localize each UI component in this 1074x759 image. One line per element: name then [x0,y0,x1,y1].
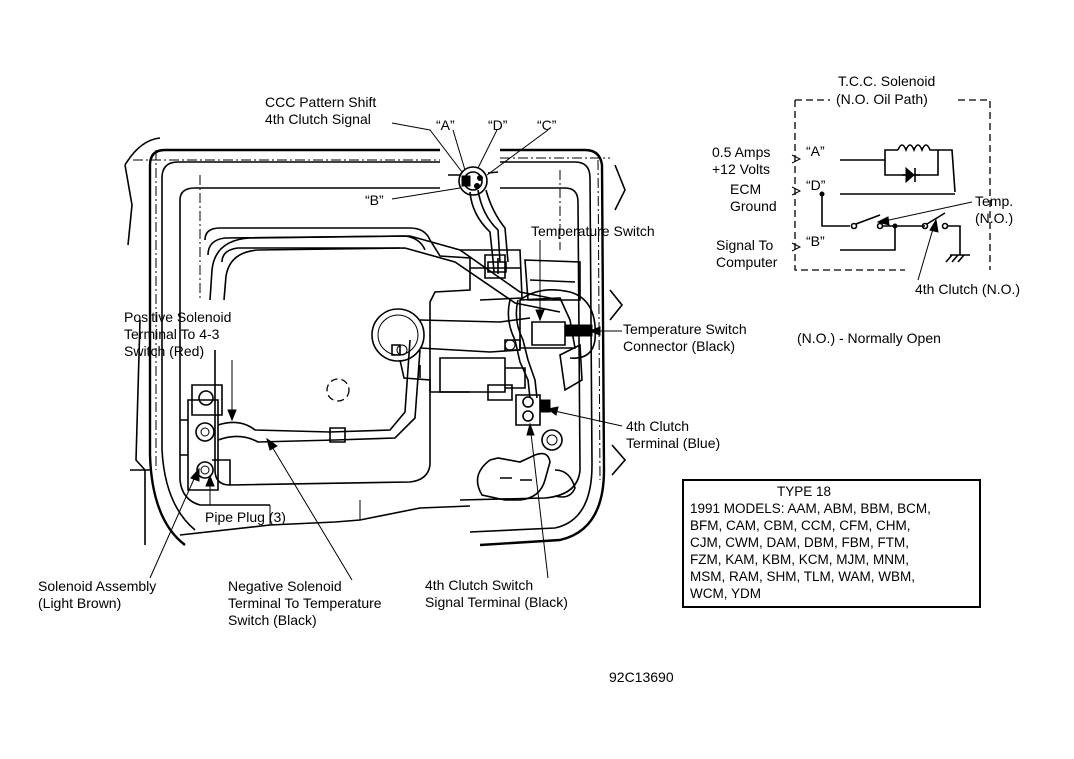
schematic-title-line2: (N.O. Oil Path) [836,91,928,107]
transmission-housing [124,137,627,547]
label-temp-connector-line1: Temperature Switch [623,321,747,337]
label-temperature-switch: Temperature Switch [531,223,655,239]
label-ccc-line2: 4th Clutch Signal [265,111,371,127]
figure-id: 92C13690 [609,669,674,685]
schematic-legend: (N.O.) - Normally Open [797,330,941,346]
schematic-pin-a: “A” [806,143,825,159]
label-positive-line2: Terminal To 4-3 [124,326,220,342]
schematic-title-line1: T.C.C. Solenoid [838,73,935,89]
schematic-ecm-line2: Ground [730,198,777,214]
models-line-5: MSM, RAM, SHM, TLM, WAM, WBM, [690,569,915,584]
label-fourth-switch-line1: 4th Clutch Switch [425,577,533,593]
models-line-4: FZM, KAM, KBM, KCM, MJM, MNM, [690,552,909,567]
labels: CCC Pattern Shift 4th Clutch Signal “A” … [38,94,747,685]
schematic-amps-line2: +12 Volts [712,161,770,177]
models-title: TYPE 18 [777,484,831,499]
label-terminal-a: “A” [436,117,455,133]
label-terminal-d: “D” [488,117,508,133]
label-negative-line1: Negative Solenoid [228,578,342,594]
label-positive-line3: Switch (Red) [124,343,204,359]
label-terminal-c: “C” [537,117,557,133]
label-fourth-terminal-line2: Terminal (Blue) [626,435,720,451]
label-terminal-b: “B” [365,192,384,208]
schematic-amps-line1: 0.5 Amps [712,144,770,160]
label-negative-line2: Terminal To Temperature [228,595,382,611]
label-fourth-switch-line2: Signal Terminal (Black) [425,594,568,610]
label-solenoid-line2: (Light Brown) [38,595,121,611]
schematic-temp-line2: (N.O.) [975,210,1013,226]
models-box: TYPE 18 1991 MODELS: AAM, ABM, BBM, BCM,… [682,479,981,608]
models-line-2: BFM, CAM, CBM, CCM, CFM, CHM, [690,518,910,533]
label-temp-connector-line2: Connector (Black) [623,338,735,354]
schematic-pin-b: “B” [806,233,825,249]
label-fourth-terminal-line1: 4th Clutch [626,418,689,434]
models-line-6: WCM, YDM [690,586,761,601]
label-positive-line1: Positive Solenoid [124,309,231,325]
tcc-schematic: T.C.C. Solenoid (N.O. Oil Path) 0.5 Amps… [712,73,1020,346]
label-negative-line3: Switch (Black) [228,612,317,628]
schematic-signal-line2: Computer [716,254,778,270]
models-line-3: CJM, CWM, DAM, DBM, FBM, FTM, [690,535,909,550]
schematic-temp-line1: Temp. [975,193,1013,209]
models-line-1: 1991 MODELS: AAM, ABM, BBM, BCM, [690,501,931,516]
schematic-signal-line1: Signal To [716,237,774,253]
schematic-ecm-line1: ECM [730,181,761,197]
leader-lines [149,122,623,581]
label-ccc-line1: CCC Pattern Shift [265,94,376,110]
label-pipe-plug: Pipe Plug (3) [205,509,286,525]
label-solenoid-line1: Solenoid Assembly [38,578,156,594]
schematic-pin-d: “D” [806,177,826,193]
schematic-fourth-clutch: 4th Clutch (N.O.) [915,281,1020,297]
